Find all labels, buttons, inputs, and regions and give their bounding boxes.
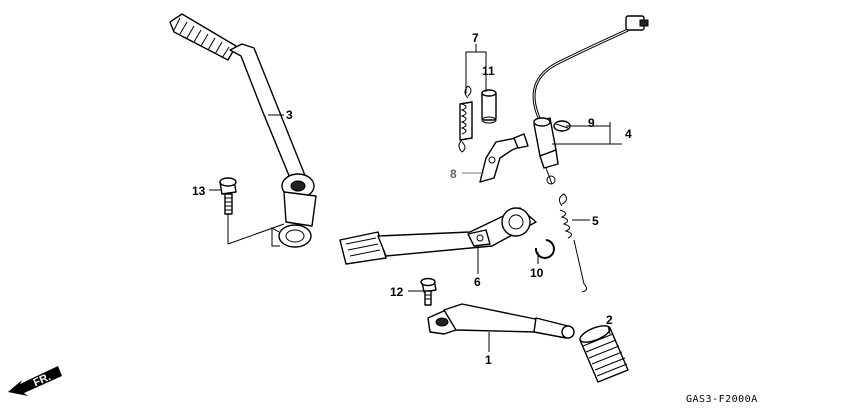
callout-10: 10 [530, 266, 544, 280]
callout-5: 5 [592, 214, 599, 228]
shift-pedal-1 [427, 303, 575, 339]
callout-13: 13 [192, 184, 206, 198]
bolt-13 [219, 177, 237, 215]
return-spring-7 [458, 85, 473, 153]
callout-3: 3 [286, 108, 293, 122]
brake-pedal-6 [339, 207, 537, 265]
callout-2: 2 [606, 313, 613, 327]
callout-8: 8 [450, 167, 457, 181]
callout-1: 1 [485, 353, 492, 367]
collar-11 [481, 89, 497, 124]
snap-ring-10 [534, 239, 555, 259]
bracket-8 [479, 133, 529, 183]
callout-9: 9 [588, 116, 595, 130]
leader-lines [209, 44, 622, 352]
callout-6: 6 [474, 275, 481, 289]
callout-11: 11 [482, 64, 495, 78]
callout-4: 4 [625, 127, 632, 141]
callout-labels: 3 13 7 11 8 9 4 5 6 10 12 1 2 [192, 31, 632, 367]
diagram-code: GAS3-F2000A [686, 394, 758, 405]
callout-7: 7 [472, 31, 479, 45]
kick-starter-arm [169, 13, 317, 248]
front-direction-arrow: FR. [8, 366, 62, 396]
callout-12: 12 [390, 285, 404, 299]
brake-switch-assembly [532, 15, 649, 185]
shift-rubber-2 [579, 325, 629, 383]
bolt-12 [420, 277, 437, 306]
spring-5 [558, 193, 588, 293]
